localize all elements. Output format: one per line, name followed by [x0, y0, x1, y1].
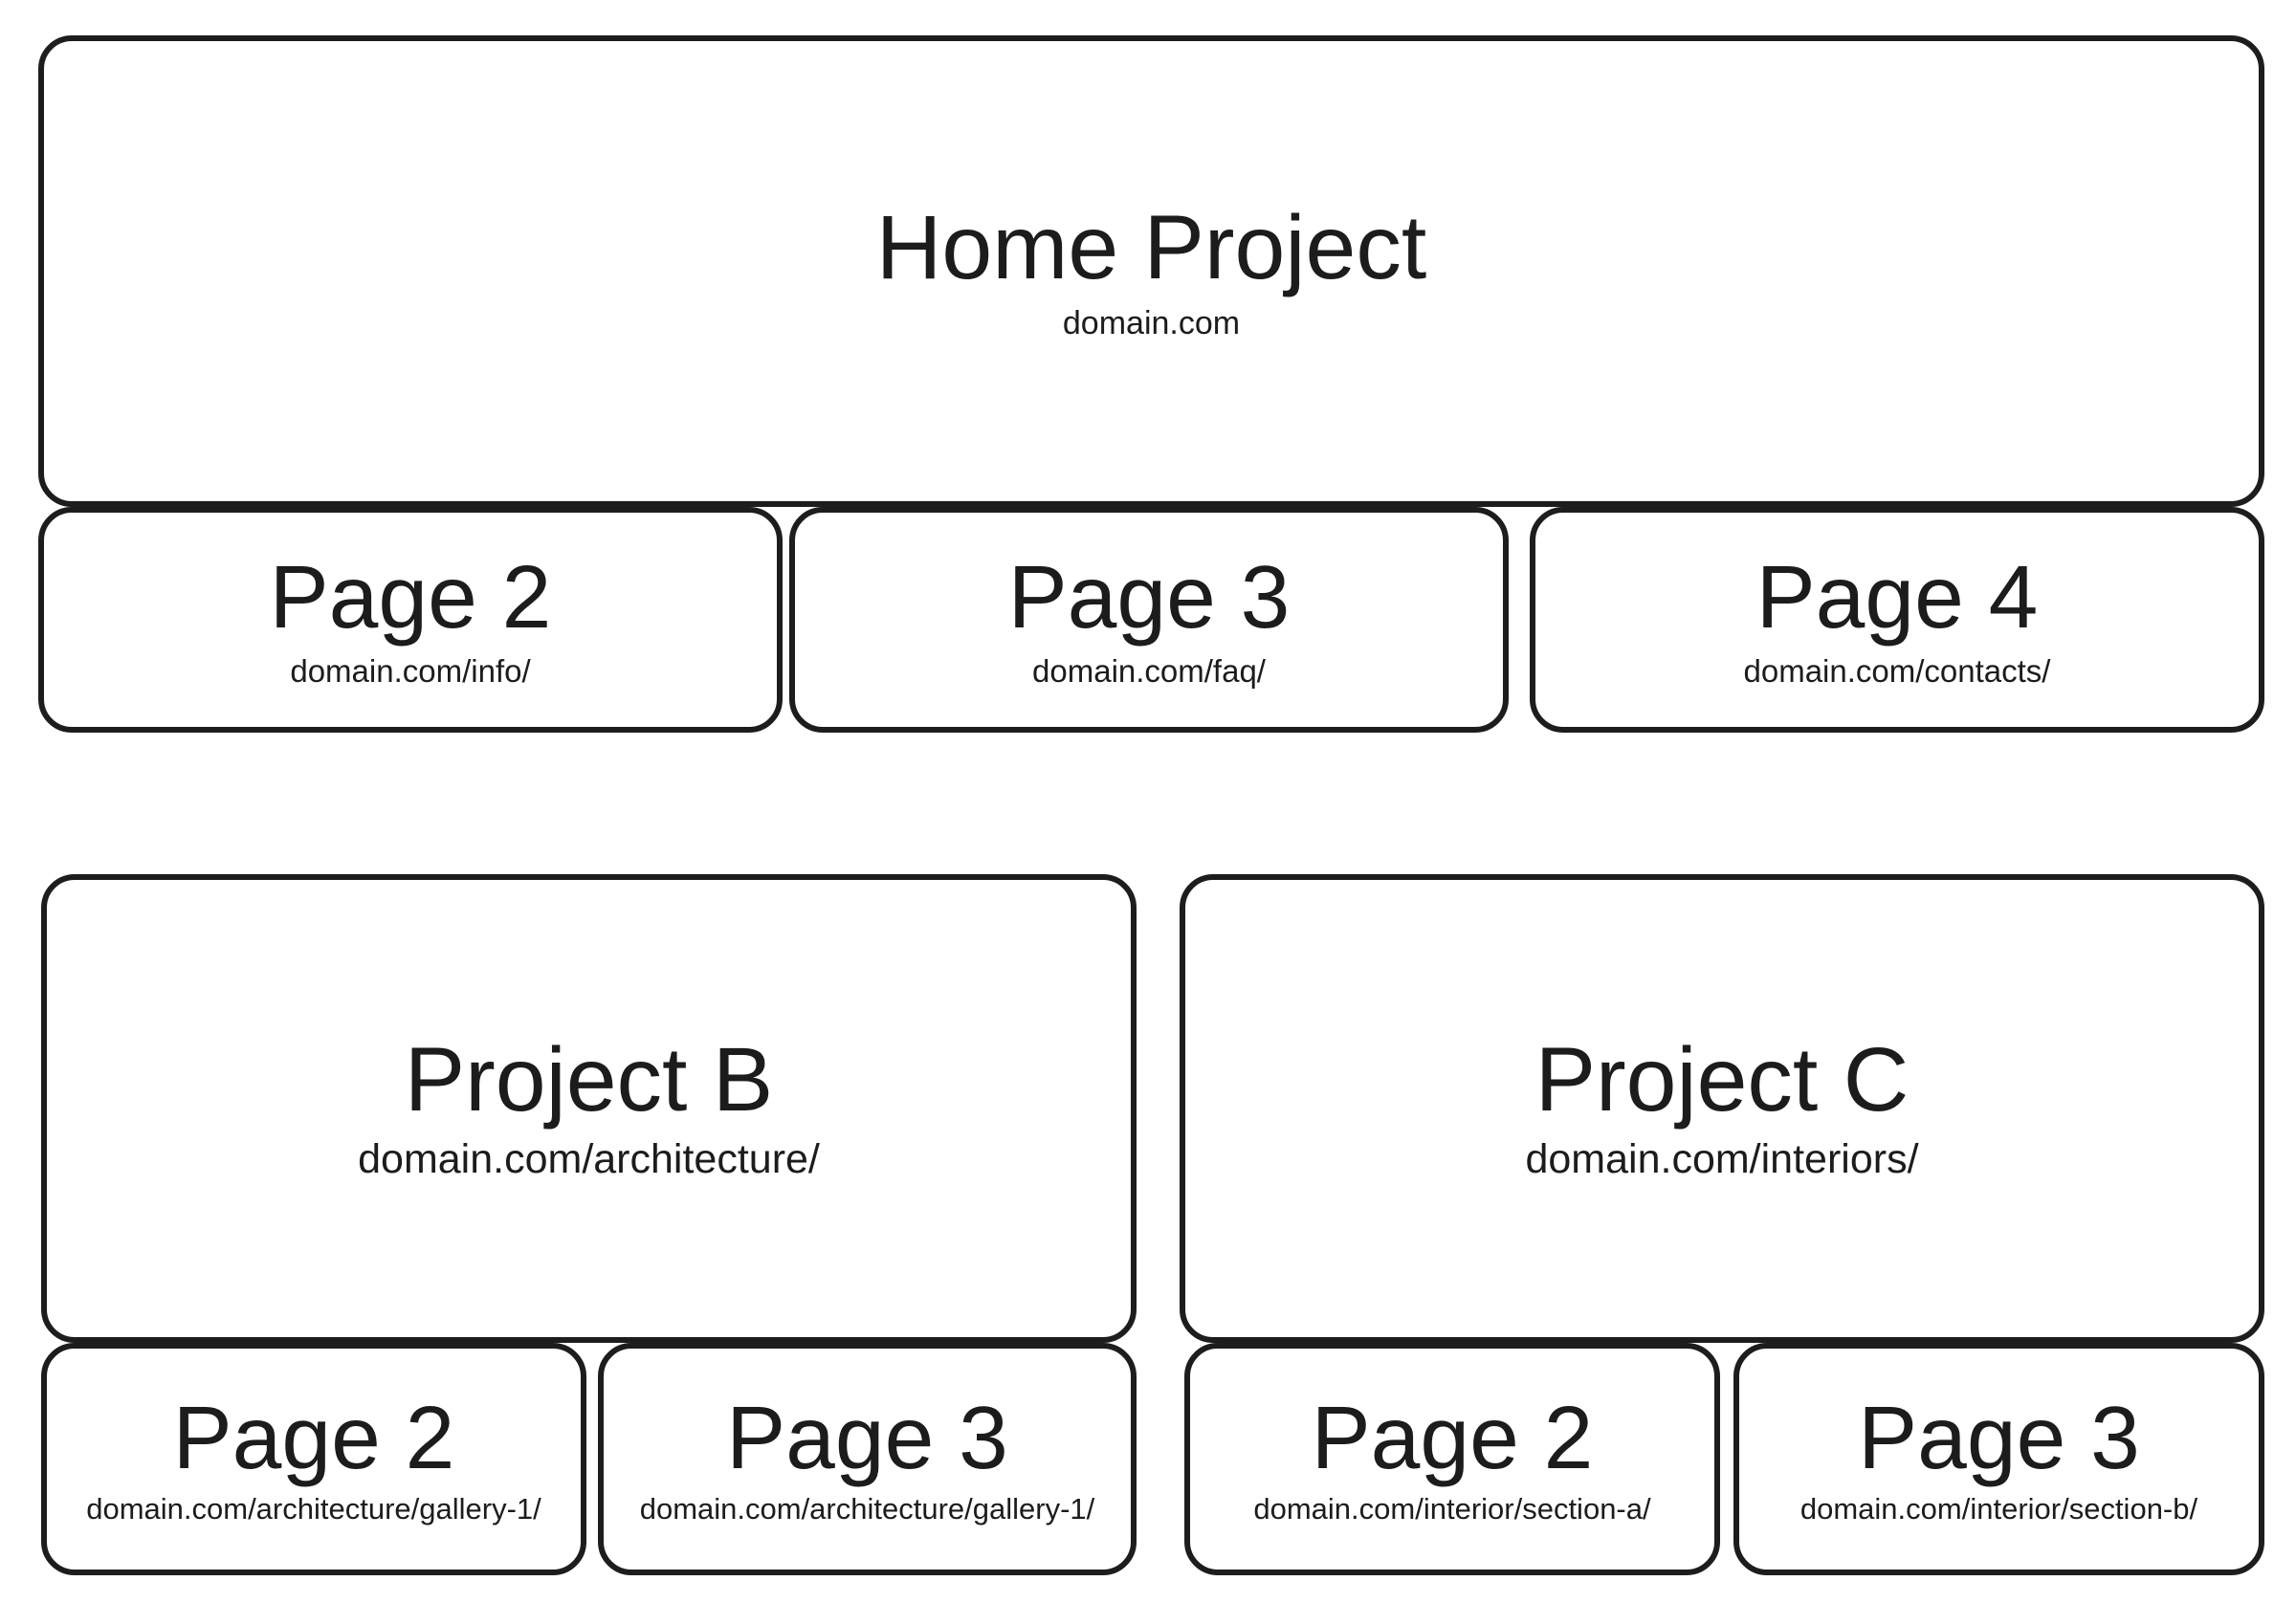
node-project-c-page-2[interactable]: Page 2 domain.com/interior/section-a/ [1184, 1343, 1720, 1575]
node-url: domain.com/contacts/ [1743, 652, 2051, 689]
node-home-page-2[interactable]: Page 2 domain.com/info/ [38, 507, 783, 733]
node-project-b-page-2[interactable]: Page 2 domain.com/architecture/gallery-1… [41, 1343, 586, 1575]
node-title: Page 3 [1858, 1387, 2140, 1487]
node-project-b[interactable]: Project B domain.com/architecture/ [41, 874, 1137, 1343]
node-home-url: domain.com [1062, 304, 1241, 341]
node-title: Page 3 [1007, 547, 1291, 648]
node-url: domain.com/info/ [290, 652, 531, 689]
node-project-b-title: Project B [404, 1028, 774, 1131]
node-home[interactable]: Home Project domain.com [38, 35, 2264, 507]
node-project-c-page-3[interactable]: Page 3 domain.com/interior/section-b/ [1733, 1343, 2264, 1575]
node-url: domain.com/architecture/gallery-1/ [639, 1492, 1095, 1526]
node-project-c[interactable]: Project C domain.com/interiors/ [1180, 874, 2264, 1343]
node-title: Page 3 [726, 1387, 1008, 1487]
node-project-c-title: Project C [1534, 1028, 1910, 1131]
node-title: Page 2 [1311, 1387, 1594, 1487]
node-url: domain.com/interior/section-b/ [1799, 1492, 2198, 1526]
node-home-title: Home Project [875, 196, 1427, 298]
node-title: Page 2 [172, 1387, 455, 1487]
node-url: domain.com/faq/ [1032, 652, 1266, 689]
node-title: Page 4 [1755, 547, 2039, 648]
node-project-b-url: domain.com/architecture/ [358, 1136, 820, 1183]
node-project-b-page-3[interactable]: Page 3 domain.com/architecture/gallery-1… [598, 1343, 1137, 1575]
node-project-c-url: domain.com/interiors/ [1525, 1136, 1919, 1183]
node-title: Page 2 [269, 547, 552, 648]
node-home-page-4[interactable]: Page 4 domain.com/contacts/ [1530, 507, 2264, 733]
node-home-page-3[interactable]: Page 3 domain.com/faq/ [789, 507, 1509, 733]
node-url: domain.com/architecture/gallery-1/ [86, 1492, 541, 1526]
node-url: domain.com/interior/section-a/ [1253, 1492, 1651, 1526]
